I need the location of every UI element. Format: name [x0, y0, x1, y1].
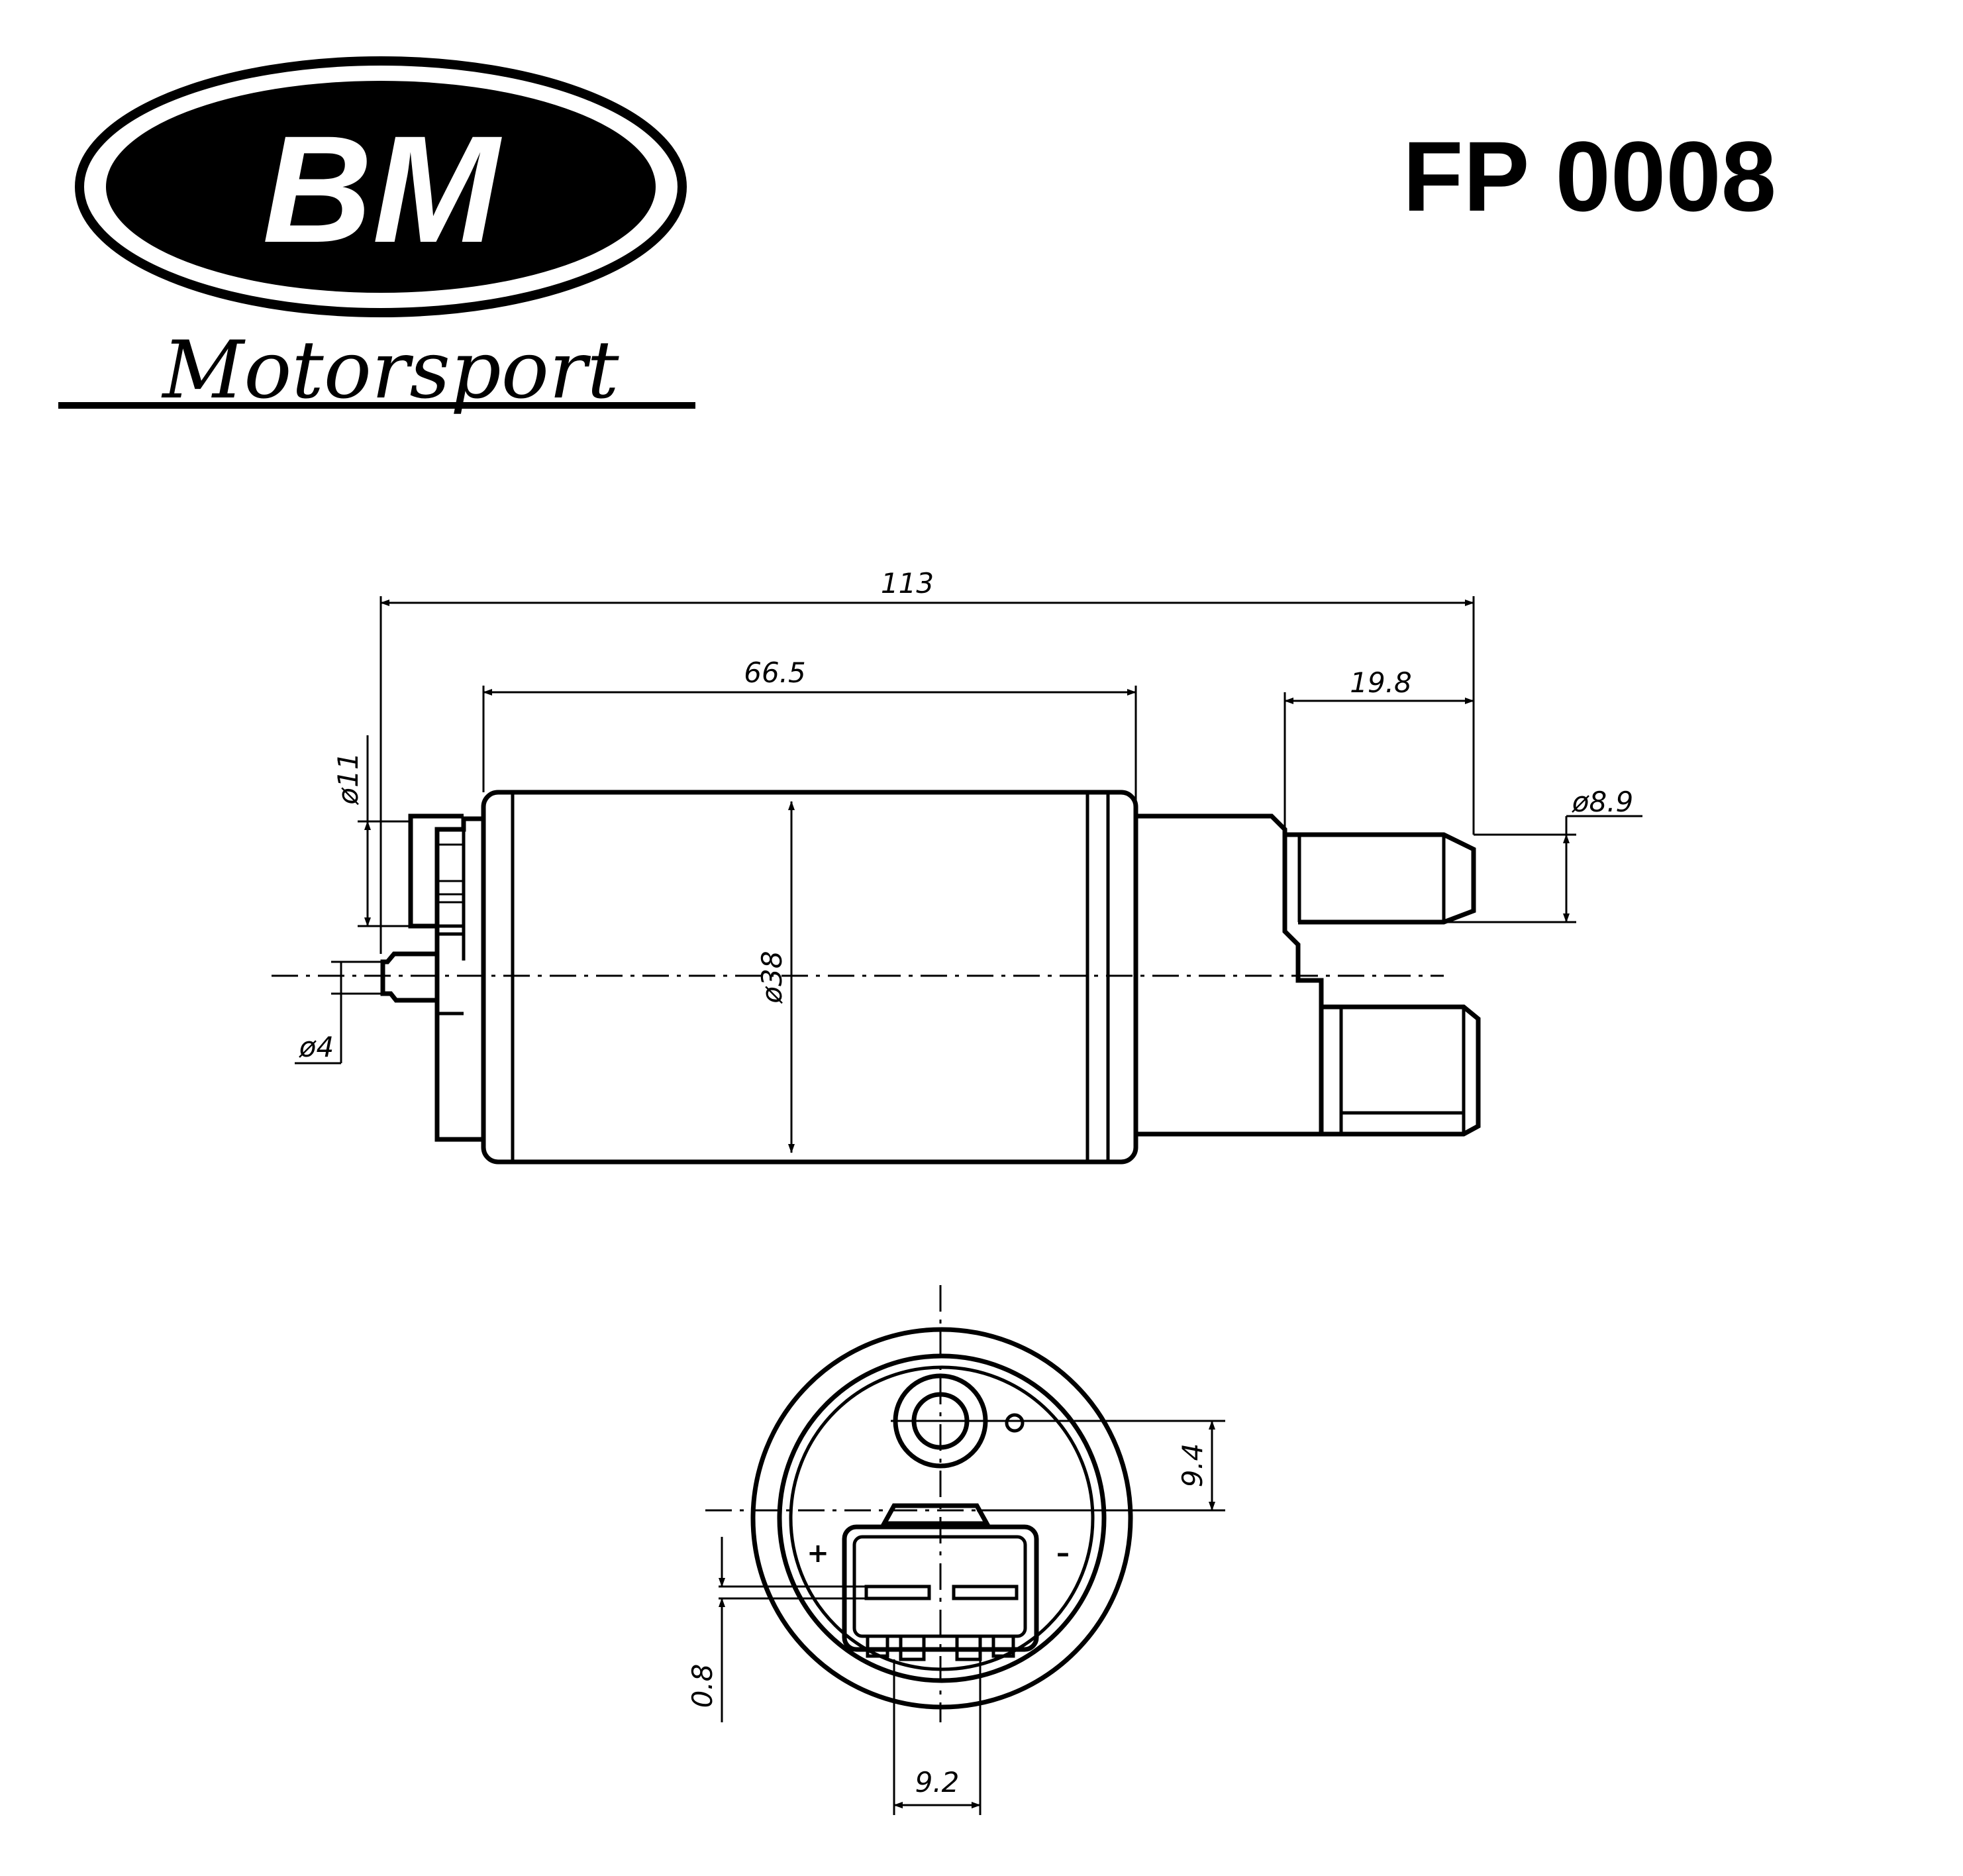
outlet-housing [1136, 813, 1481, 1137]
vent-hole [1005, 1413, 1025, 1433]
dim-label-body-diameter: ø38 [756, 951, 788, 1004]
dim-label-outlet-length: 19.8 [1350, 666, 1412, 699]
dim-body-length: 66.5 [482, 656, 1137, 816]
logo-brand-text: BM [262, 104, 502, 274]
dim-small-inlet-diameter: ø4 [295, 961, 383, 1065]
dim-label-terminal-spacing: 9.2 [915, 1766, 960, 1798]
dim-label-offset-vertical: 9.4 [1176, 1443, 1209, 1488]
logo-inner-oval [106, 81, 656, 293]
logo-script-text: Motorsport [161, 325, 619, 417]
dim-overall-length: 113 [379, 567, 1475, 954]
dim-terminal-gap: 0.8 [686, 1537, 866, 1722]
dim-label-body-length: 66.5 [744, 656, 806, 689]
polarity-minus: – [1056, 1538, 1070, 1569]
logo-outer-ring [75, 56, 687, 317]
pump-body [481, 790, 1138, 1165]
side-view: 113 66.5 19.8 ø8.9 [272, 567, 1642, 1165]
end-view: + – 9.4 0.8 9.2 [686, 1285, 1225, 1815]
dim-label-small-inlet-diameter: ø4 [299, 1031, 334, 1063]
dim-label-overall-length: 113 [881, 567, 934, 599]
inlet-end [380, 813, 483, 1142]
pump-body-outline [481, 790, 1138, 1165]
terminal-right [952, 1585, 1019, 1600]
outlet-tube [1285, 832, 1476, 925]
terminal-left [864, 1585, 931, 1600]
dim-offset-vertical: 9.4 [954, 1420, 1225, 1512]
dim-inlet-diameter: ø11 [332, 735, 411, 927]
dim-label-terminal-gap: 0.8 [686, 1664, 719, 1708]
dim-outlet-diameter: ø8.9 [1444, 786, 1642, 923]
electrical-connector [1321, 1004, 1481, 1137]
dim-outlet-length: 19.8 [1284, 666, 1474, 829]
dim-terminal-spacing: 9.2 [893, 1659, 981, 1815]
end-view-connector: + – [807, 1503, 1070, 1661]
end-view-inner-ring [777, 1353, 1107, 1683]
polarity-plus: + [807, 1538, 829, 1569]
part-number: FP 0008 [1403, 121, 1776, 232]
dim-label-inlet-diameter: ø11 [332, 752, 364, 805]
end-view-outer-ring [750, 1327, 1133, 1710]
bm-motorsport-logo: BM Motorsport [58, 56, 695, 417]
dim-body-diameter: ø38 [756, 801, 795, 1153]
dim-label-outlet-diameter: ø8.9 [1572, 786, 1634, 818]
